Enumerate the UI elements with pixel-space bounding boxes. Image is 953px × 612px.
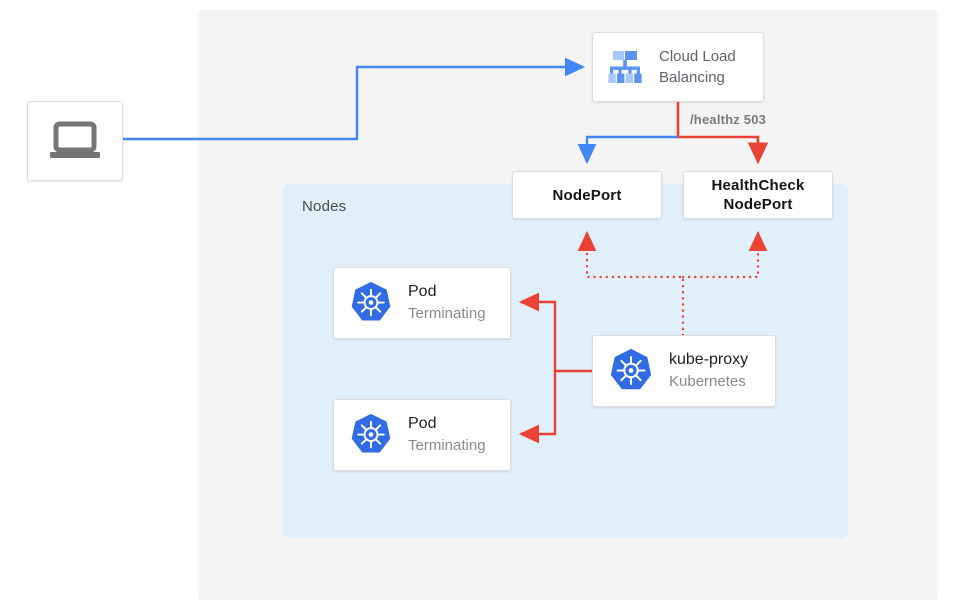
client-node[interactable] bbox=[27, 101, 123, 181]
nodes-region-label: Nodes bbox=[302, 198, 347, 215]
pod-node-1-subtitle: Terminating bbox=[408, 305, 486, 322]
healthcheck-nodeport-label-line1: HealthCheck bbox=[711, 177, 805, 194]
nodeport-label-line1: NodePort bbox=[552, 186, 622, 204]
kubernetes-icon bbox=[348, 280, 394, 326]
pod-node-2-subtitle: Terminating bbox=[408, 437, 486, 454]
kubernetes-icon bbox=[348, 412, 394, 458]
pod-node-2-title: Pod bbox=[408, 415, 437, 432]
cloud-load-balancing-label-line1: Cloud Load bbox=[659, 48, 736, 65]
kube-proxy-node[interactable]: kube-proxy Kubernetes bbox=[592, 335, 776, 407]
cloud-load-balancing-node[interactable]: Cloud Load Balancing bbox=[592, 32, 764, 102]
cloud-load-balancing-label: Cloud Load Balancing bbox=[659, 46, 736, 88]
kube-proxy-text: kube-proxy Kubernetes bbox=[669, 350, 748, 392]
pod-node-2[interactable]: Pod Terminating bbox=[333, 399, 511, 471]
edge-kubeproxy-to-nodeport-dotted bbox=[577, 230, 685, 337]
pod-node-1-title: Pod bbox=[408, 283, 437, 300]
kube-proxy-subtitle: Kubernetes bbox=[669, 373, 746, 390]
edge-cloud-load-balancing-trunk bbox=[676, 102, 769, 165]
healthz-edge-label: /healthz 503 bbox=[690, 112, 767, 127]
edge-kubeproxy-to-healthcheck-nodeport-dotted bbox=[681, 230, 768, 279]
kubernetes-icon bbox=[607, 347, 655, 395]
edge-client-to-cloud-load-balancing bbox=[123, 57, 586, 141]
pod-node-1-text: Pod Terminating bbox=[408, 282, 486, 324]
edge-kubeproxy-to-pod-1 bbox=[518, 292, 592, 373]
pod-node-2-text: Pod Terminating bbox=[408, 414, 486, 456]
pod-node-1[interactable]: Pod Terminating bbox=[333, 267, 511, 339]
cloud-load-balancing-label-line2: Balancing bbox=[659, 69, 725, 86]
kube-proxy-title: kube-proxy bbox=[669, 351, 749, 368]
nodeport-node[interactable]: NodePort bbox=[512, 171, 662, 219]
healthcheck-nodeport-node[interactable]: HealthCheck NodePort bbox=[683, 171, 833, 219]
edge-kubeproxy-to-pod-2 bbox=[518, 371, 557, 444]
nodeport-label: NodePort bbox=[552, 186, 621, 205]
cloud-load-balancing-icon bbox=[605, 47, 645, 87]
edge-cloud-load-balancing-to-nodeport bbox=[577, 135, 678, 165]
laptop-icon bbox=[48, 121, 102, 161]
healthcheck-nodeport-label-line2: NodePort bbox=[723, 196, 793, 213]
healthcheck-nodeport-label: HealthCheck NodePort bbox=[711, 176, 804, 214]
